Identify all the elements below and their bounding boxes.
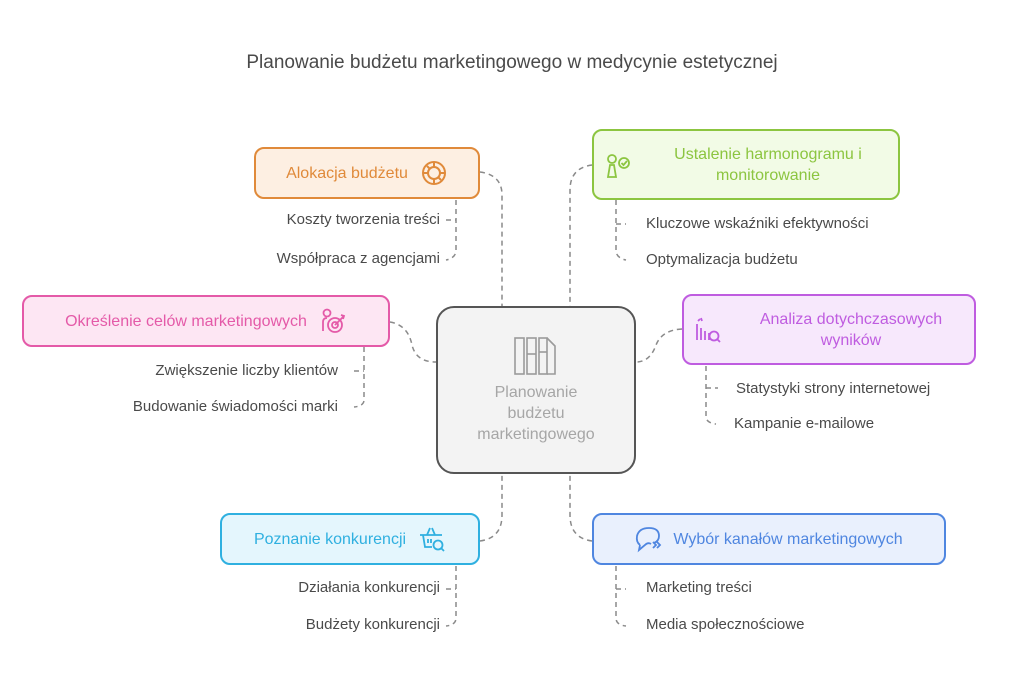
central-node[interactable]: Planowanie budżetu marketingowego bbox=[436, 306, 636, 474]
bracket-harmonogram bbox=[615, 200, 627, 261]
central-label-line: Planowanie bbox=[494, 383, 578, 401]
central-label-line: budżetu bbox=[507, 404, 565, 422]
node-label-line: Ustalenie harmonogramu i bbox=[674, 145, 862, 163]
sub-item: Optymalizacja budżetu bbox=[646, 251, 798, 268]
node-alokacja-budzetu[interactable]: Alokacja budżetu bbox=[254, 147, 480, 199]
node-analiza-wynikow[interactable]: Analiza dotychczasowych wyników bbox=[682, 294, 976, 365]
connector-kanaly bbox=[569, 474, 593, 542]
node-ustalenie-harmonogramu[interactable]: Ustalenie harmonogramu i monitorowanie bbox=[592, 129, 900, 200]
node-label: Alokacja budżetu bbox=[286, 164, 408, 182]
node-label-line: Analiza dotychczasowych bbox=[759, 310, 943, 328]
bracket-kanaly bbox=[615, 566, 627, 627]
bracket-konkurencja bbox=[445, 566, 457, 627]
sub-item: Kluczowe wskaźniki efektywności bbox=[646, 215, 869, 232]
sub-item: Działania konkurencji bbox=[298, 579, 440, 596]
sub-item: Koszty tworzenia treści bbox=[286, 211, 440, 228]
central-label-line: marketingowego bbox=[477, 425, 595, 443]
node-label: Określenie celów marketingowych bbox=[65, 312, 307, 330]
sub-item: Media społecznościowe bbox=[646, 616, 805, 633]
bracket-alokacja bbox=[445, 200, 457, 261]
node-poznanie-konkurencji[interactable]: Poznanie konkurencji bbox=[220, 513, 480, 565]
bracket-cele bbox=[353, 347, 365, 408]
bracket-analiza bbox=[705, 366, 718, 425]
node-wybor-kanalow[interactable]: Wybór kanałów marketingowych bbox=[592, 513, 946, 565]
sub-item: Współpraca z agencjami bbox=[276, 250, 440, 267]
books-icon bbox=[514, 336, 556, 375]
diagram-title: Planowanie budżetu marketingowego w medy… bbox=[246, 52, 778, 73]
node-label: Poznanie konkurencji bbox=[253, 530, 407, 548]
node-label-line: monitorowanie bbox=[715, 166, 821, 184]
chat-arrows-icon bbox=[636, 527, 662, 553]
person-check-icon bbox=[606, 153, 630, 178]
connector-harmonogram bbox=[569, 164, 593, 306]
connector-alokacja bbox=[479, 171, 503, 306]
node-okreslenie-celow[interactable]: Określenie celów marketingowych bbox=[22, 295, 390, 347]
basket-search-icon bbox=[420, 527, 445, 552]
sub-item: Statystyki strony internetowej bbox=[736, 380, 931, 397]
node-label: Wybór kanałów marketingowych bbox=[673, 530, 903, 548]
connector-analiza bbox=[635, 328, 683, 363]
sub-item: Budżety konkurencji bbox=[305, 616, 440, 633]
target-person-icon bbox=[322, 308, 346, 333]
node-label-line: wyników bbox=[820, 331, 882, 349]
sub-item: Budowanie świadomości marki bbox=[132, 398, 338, 415]
connector-konkurencja bbox=[479, 474, 503, 542]
sub-item: Kampanie e-mailowe bbox=[734, 415, 875, 432]
connector-cele bbox=[389, 321, 437, 363]
sub-item: Zwiększenie liczby klientów bbox=[155, 362, 338, 379]
pie-chart-icon bbox=[421, 161, 446, 185]
bar-chart-search-icon bbox=[696, 317, 721, 343]
sub-item: Marketing treści bbox=[646, 579, 752, 596]
